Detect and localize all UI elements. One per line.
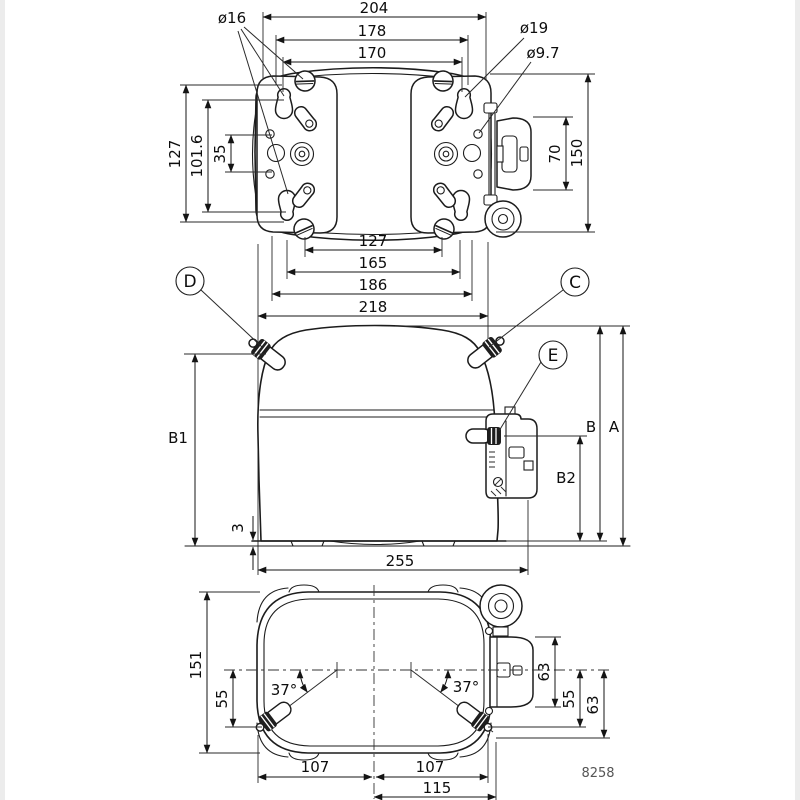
- dim-63-outer-label: 63: [584, 695, 602, 714]
- label-dia16: ø16: [218, 9, 246, 27]
- dim-186-label: 186: [359, 276, 388, 294]
- front-view-callout-leaders: [200, 289, 564, 432]
- dim-63-inner-label: 63: [535, 662, 553, 681]
- page-left-edge: [0, 0, 5, 800]
- dim-204-label: 204: [360, 0, 389, 17]
- dim-b1-label: B1: [168, 429, 188, 447]
- angle-37-right-label: 37°: [453, 678, 480, 696]
- dim-151-label: 151: [187, 651, 205, 680]
- dim-101-6-label: 101.6: [188, 135, 206, 178]
- dim-127-bottom-label: 127: [359, 232, 388, 250]
- bottom-view-baseplate-flanges: [256, 584, 492, 761]
- front-view-terminal-box: [485, 406, 538, 499]
- dim-b2-label: B2: [556, 469, 576, 487]
- dim-55-left-label: 55: [213, 689, 231, 708]
- dim-3-label: 3: [229, 523, 247, 533]
- angle-37-left-label: 37°: [271, 681, 298, 699]
- callout-d-label: D: [183, 272, 196, 292]
- top-view-terminal-box: [483, 102, 532, 206]
- dim-165-label: 165: [359, 254, 388, 272]
- dim-107-right-label: 107: [416, 758, 445, 776]
- front-view: D C E B1 B A B2 3 255: [168, 266, 631, 575]
- top-view-right-mounting-plate: [411, 69, 491, 240]
- bottom-view-dimension-lines: [203, 591, 608, 800]
- dim-107-left-label: 107: [301, 758, 330, 776]
- dim-a-label: A: [609, 418, 620, 436]
- top-view-leader-lines: [237, 26, 532, 195]
- bottom-view-angle-arcs: [296, 669, 452, 693]
- front-view-process-tube-e: [465, 427, 501, 445]
- bottom-view-centerlines: [224, 585, 612, 799]
- top-view-tube-fitting: [484, 200, 522, 238]
- bottom-view: 151 55 37° 37° 63 55 63 107 107 115 8258: [187, 584, 615, 800]
- callout-e: E: [538, 340, 568, 370]
- dim-255-label: 255: [386, 552, 415, 570]
- dim-70-label: 70: [546, 144, 564, 163]
- front-view-dimension-lines: [191, 325, 627, 574]
- label-dia19: ø19: [520, 19, 548, 37]
- label-dia9-7: ø9.7: [526, 44, 559, 62]
- bottom-view-terminal-box: [484, 626, 534, 716]
- callout-e-label: E: [548, 346, 559, 366]
- dim-127-left-label: 127: [166, 140, 184, 169]
- dim-b-label: B: [586, 418, 596, 436]
- bottom-view-tube-fitting: [479, 584, 523, 637]
- callout-c-label: C: [569, 273, 581, 293]
- dim-178-label: 178: [358, 22, 387, 40]
- dim-218-label: 218: [359, 298, 388, 316]
- dim-115-label: 115: [423, 779, 452, 797]
- callout-c: C: [560, 267, 590, 297]
- dim-55-right-label: 55: [560, 689, 578, 708]
- dim-170-label: 170: [358, 44, 387, 62]
- dim-150-label: 150: [568, 139, 586, 168]
- top-view-dimension-lines: [182, 13, 592, 320]
- page-right-edge: [795, 0, 800, 800]
- top-view: ø16 204 178 170 ø19 ø9.7 127 101.6 35 70…: [166, 0, 595, 575]
- drawing-number: 8258: [581, 766, 614, 781]
- callout-d: D: [175, 266, 205, 296]
- dim-35-label: 35: [211, 144, 229, 163]
- top-view-left-mounting-plate: [257, 69, 337, 240]
